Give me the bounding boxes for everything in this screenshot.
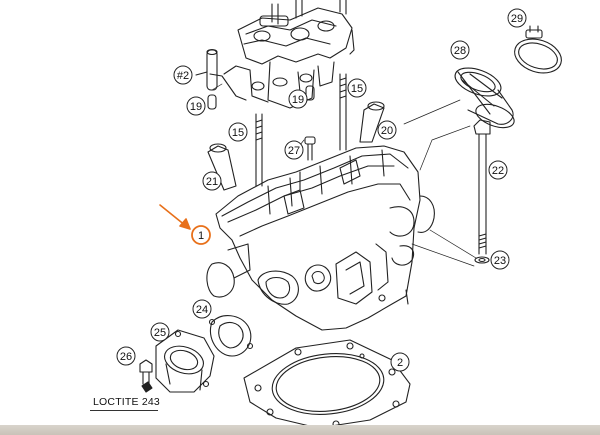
callout-28: 28 (450, 40, 470, 60)
leader-lines (211, 83, 477, 267)
callout-circle (377, 120, 397, 140)
cylinder-head (206, 145, 435, 331)
callout-circle (116, 346, 136, 366)
callout-label: 23 (494, 255, 506, 267)
callout-label: 27 (288, 145, 300, 157)
exhaust-flange (155, 329, 215, 393)
callout-label: 1 (198, 230, 204, 242)
callout-label: 25 (154, 327, 166, 339)
callout-circle (390, 352, 410, 372)
intake-boot (454, 67, 515, 129)
callout-circle (186, 96, 206, 116)
callout-1: 1 (191, 225, 211, 245)
callout-label: 26 (120, 351, 132, 363)
callout-label: 19 (292, 94, 304, 106)
callout-label: 24 (196, 304, 208, 316)
callout-15a: 15 (347, 78, 367, 98)
callout-circle (450, 40, 470, 60)
flange-gasket (208, 315, 254, 357)
callout-circle (288, 89, 308, 109)
callout-label: 28 (454, 45, 466, 57)
long-bolt (473, 119, 491, 264)
callout-circle (507, 8, 527, 28)
callout-circle (488, 160, 508, 180)
callout-circle (202, 171, 222, 191)
rocker-assembly (209, 0, 355, 109)
callout-circle (284, 140, 304, 160)
callout-19b: 19 (288, 89, 308, 109)
callout-20: 20 (377, 120, 397, 140)
tappet-guides (207, 101, 385, 191)
callout-label: 21 (206, 176, 218, 188)
callout-label: #2 (177, 70, 189, 82)
callout-label: 15 (232, 127, 244, 139)
callout-2: 2 (390, 352, 410, 372)
callout-label: 22 (492, 165, 504, 177)
callout-label: 20 (381, 125, 393, 137)
callout-label: 2 (397, 357, 403, 369)
flange-bolt (139, 359, 153, 393)
bottom-strip (0, 425, 600, 435)
callout-circle (347, 78, 367, 98)
callout-15b: 15 (228, 122, 248, 142)
loctite-note: LOCTITE 243 (93, 396, 160, 408)
callout-2b: #2 (173, 65, 193, 85)
cylinder-studs (255, 73, 347, 187)
callout-circle (192, 299, 212, 319)
callout-21: 21 (202, 171, 222, 191)
callout-22: 22 (488, 160, 508, 180)
screw-27 (304, 136, 316, 161)
callout-circle (173, 65, 193, 85)
callout-26: 26 (116, 346, 136, 366)
callout-24: 24 (192, 299, 212, 319)
callout-29: 29 (507, 8, 527, 28)
callout-label: 19 (190, 101, 202, 113)
callouts: 29 28 #2 19 19 15 15 20 27 21 22 1 23 24 25 26 2 (116, 8, 527, 372)
callout-27: 27 (284, 140, 304, 160)
hose-clamp (514, 25, 562, 74)
highlight-arrow (159, 204, 191, 230)
callout-25: 25 (150, 322, 170, 342)
callout-circle (150, 322, 170, 342)
callout-label: 15 (351, 83, 363, 95)
callout-19a: 19 (186, 96, 206, 116)
callout-label: 29 (511, 13, 523, 25)
loctite-underline (90, 410, 158, 411)
callout-23: 23 (490, 250, 510, 270)
callout-circle (191, 225, 211, 245)
callout-circle (228, 122, 248, 142)
callout-circle (490, 250, 510, 270)
head-gasket (243, 339, 411, 429)
